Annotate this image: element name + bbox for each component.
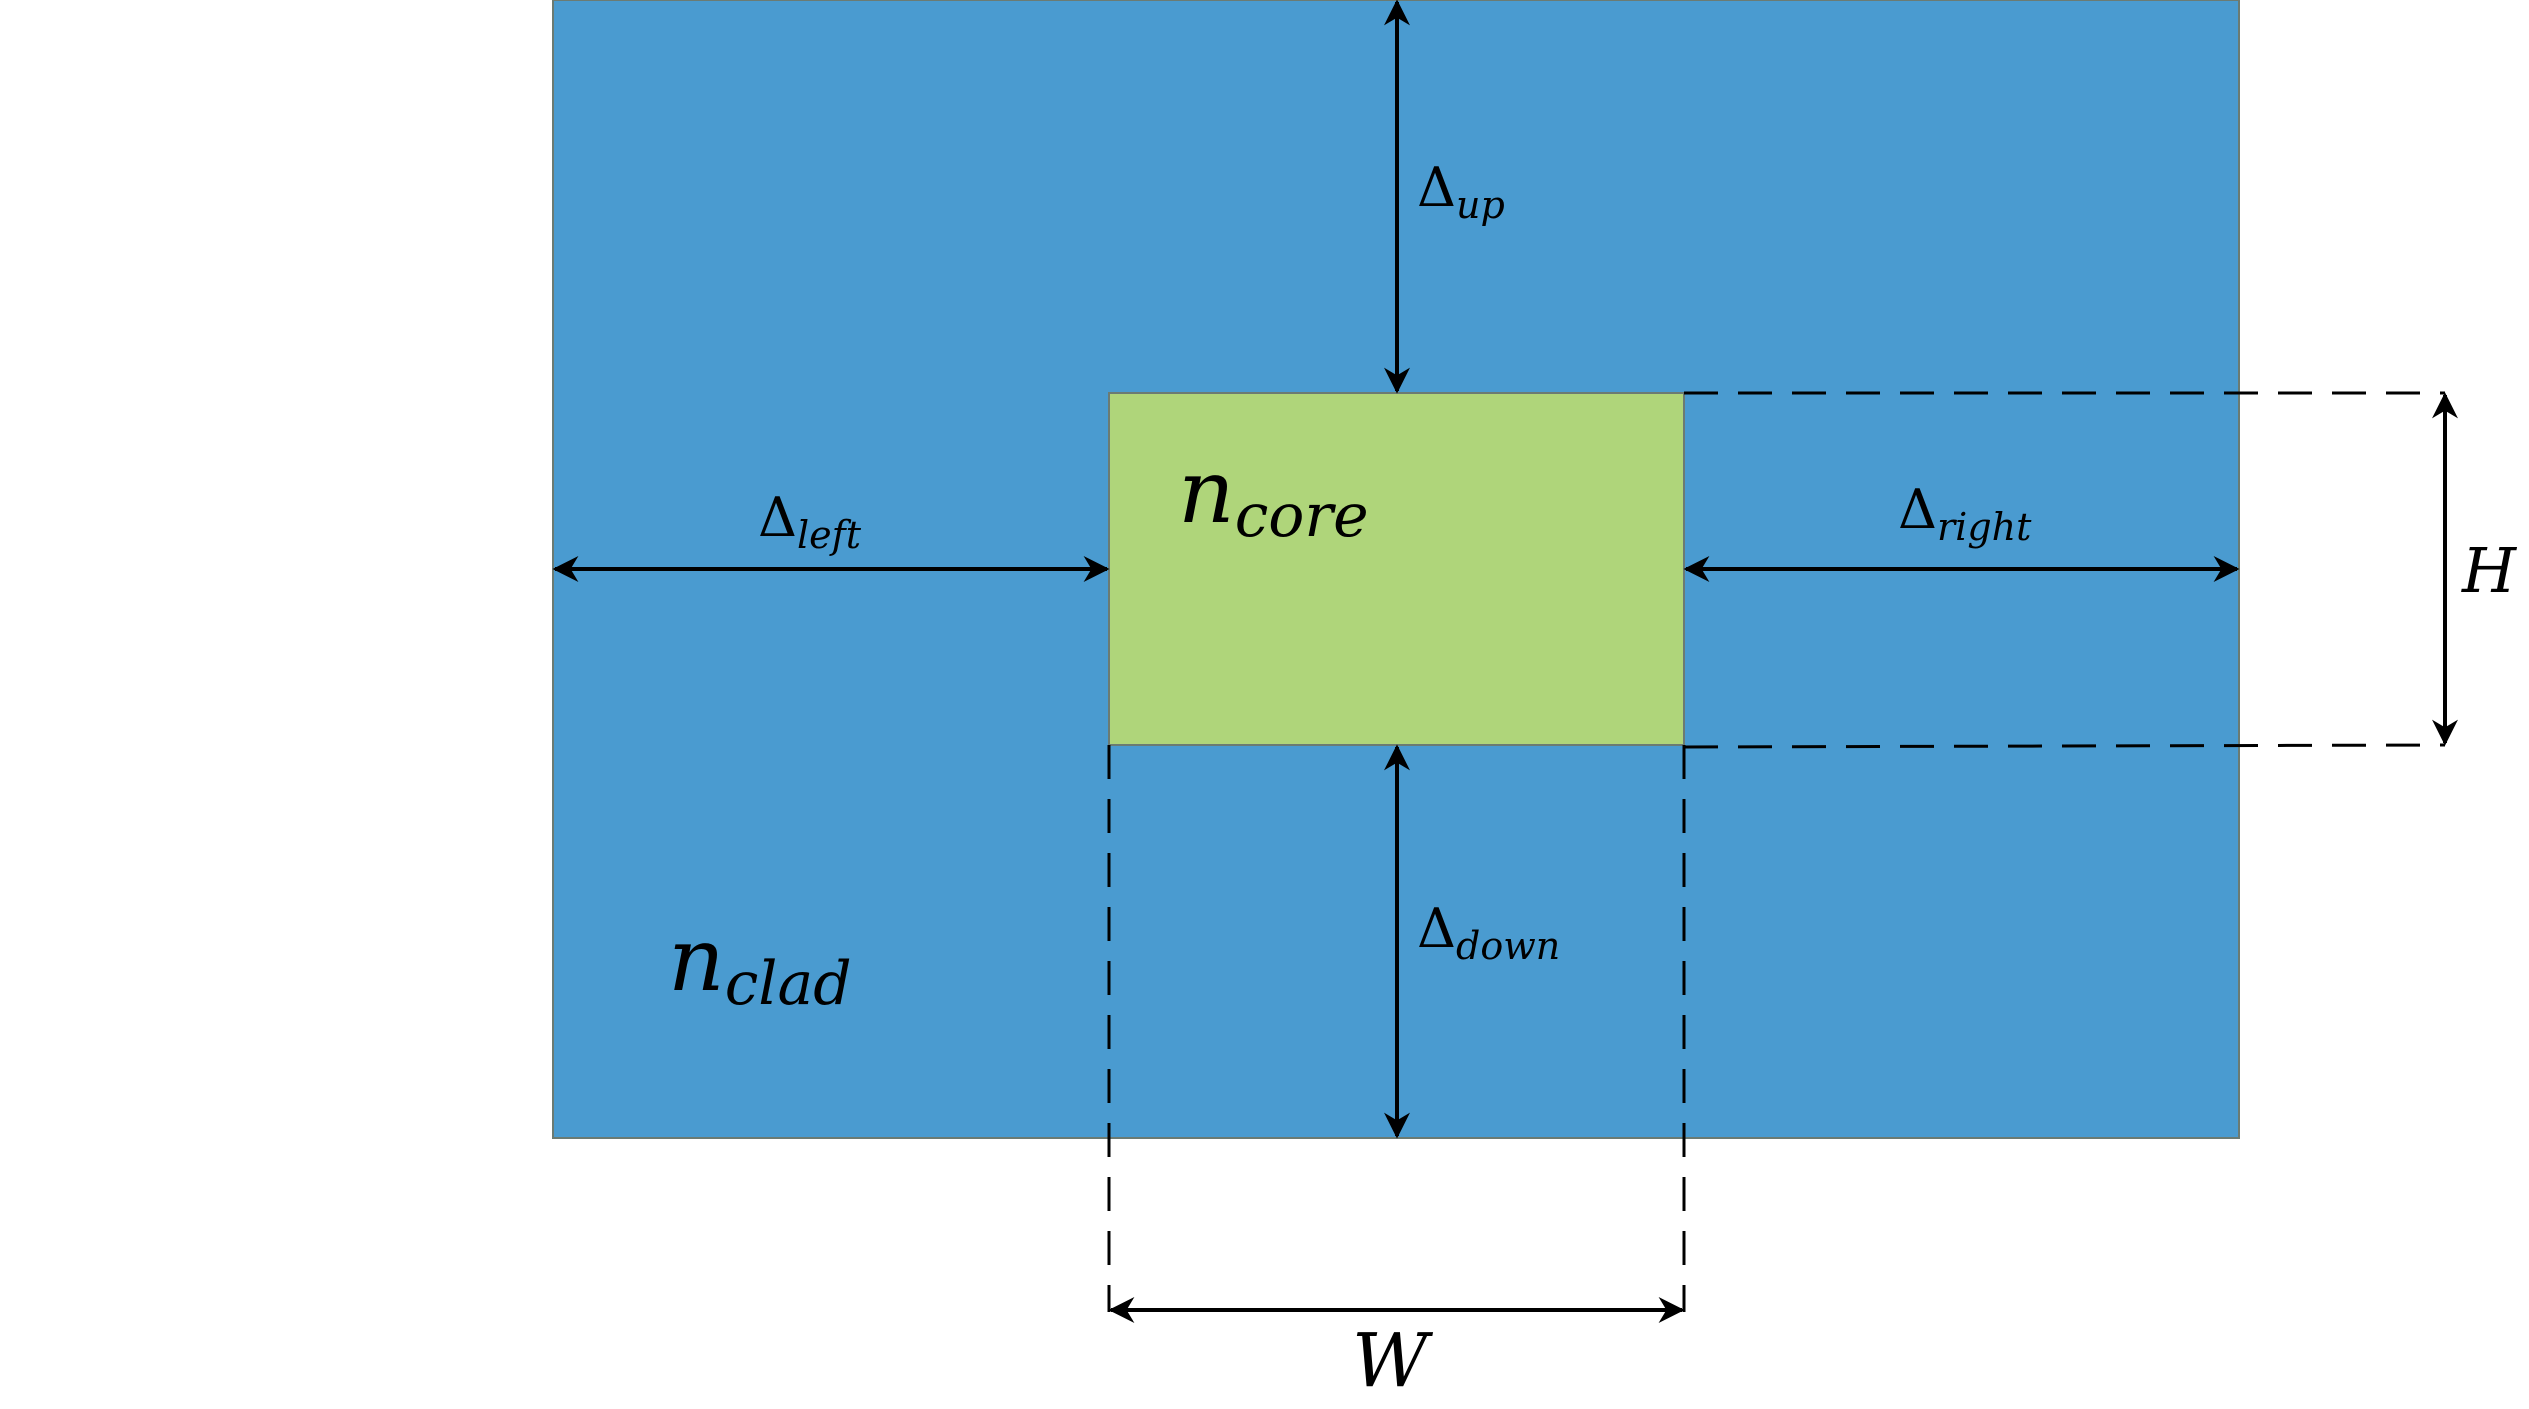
dimension-arrows	[552, 0, 2458, 1323]
label-height: H	[2461, 534, 2518, 607]
dimension-guide-lines	[1107, 391, 2446, 1312]
label-core-index: ncore	[1178, 440, 1369, 551]
guide-bottom-right	[1683, 743, 2446, 749]
label-delta-down: Δdown	[1417, 897, 1560, 968]
label-delta-up: Δup	[1417, 156, 1505, 227]
label-delta-left: Δleft	[758, 486, 862, 557]
label-width: W	[1352, 1318, 1434, 1404]
label-delta-right: Δright	[1898, 478, 2032, 549]
label-clad-index: nclad	[668, 908, 852, 1019]
core-region	[1108, 392, 1685, 746]
